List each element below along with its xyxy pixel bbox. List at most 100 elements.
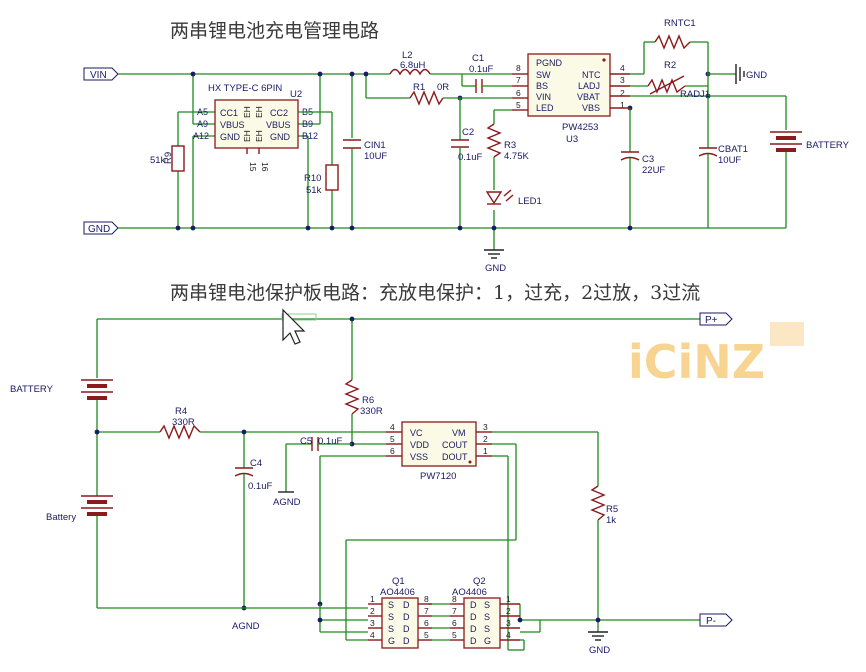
usb-gnd-left: GND: [220, 132, 241, 142]
thermistor-rntc1: RNTC1: [654, 18, 696, 50]
r2-value: RADJ1: [680, 89, 710, 100]
pw7120-pin4: 4: [390, 422, 395, 432]
gnd-symbol-right: GND: [735, 64, 767, 84]
p-plus-port: P+: [699, 312, 733, 326]
usb-shield-16: 16: [260, 162, 270, 172]
usb-cc2: CC2: [270, 108, 288, 118]
q2-pin3: 3: [506, 618, 511, 628]
resistor-r3: R3 4.75K: [486, 109, 529, 190]
q1-pin5: 5: [424, 630, 429, 640]
u3-pin3: 3: [620, 75, 625, 85]
led-led1: LED1: [485, 189, 542, 207]
capacitor-c2: C2 0.1uF: [451, 127, 482, 163]
pw7120-pin3: 3: [483, 422, 488, 432]
resistor-r9: 51k R9: [150, 111, 215, 172]
q1-pin2: 2: [370, 606, 375, 616]
vss-wire: [317, 455, 386, 607]
c1-value: 0.1uF: [469, 64, 493, 75]
gnd-symbol-charge: GND: [484, 249, 506, 274]
battery-bottom-label: Battery: [46, 512, 76, 523]
l2-ref: L2: [402, 50, 413, 61]
agnd-label-1: AGND: [273, 497, 301, 508]
u3-right-wires: [629, 41, 787, 229]
q2-s1: S: [484, 600, 490, 610]
gnd-label-protect: GND: [589, 645, 610, 656]
protect-circuit-title: 两串锂电池保护板电路：充放电保护：1，过充，2过放，3过流: [170, 282, 700, 304]
gnd-label-right: GND: [746, 70, 767, 81]
pw7120-pin6: 6: [390, 446, 395, 456]
r4-value: 330R: [172, 417, 195, 428]
pw7120-pin1: 1: [483, 446, 488, 456]
q1-d3: D: [403, 624, 410, 634]
r5-value: 1k: [606, 515, 616, 526]
resistor-r2: R2 RADJ1: [647, 60, 710, 100]
r1-value: 0R: [437, 82, 449, 93]
battery-charge-label: BATTERY: [806, 140, 850, 151]
usb-type-label: HX TYPE-C 6PIN: [208, 83, 282, 94]
usb-shield-15: 15: [248, 162, 258, 172]
u3-ladj: LADJ: [578, 81, 600, 91]
r3-value: 4.75K: [504, 151, 529, 162]
cin1-value: 10UF: [364, 151, 387, 162]
u3-pin1: 1: [620, 100, 625, 110]
u3-pin7: 7: [516, 75, 521, 85]
pw7120-part: PW7120: [420, 471, 456, 482]
u3-vbs: VBS: [582, 103, 600, 113]
u3-ntc: NTC: [582, 70, 601, 80]
p-plus-rail: [96, 313, 700, 380]
p-minus-port: P-: [699, 613, 733, 627]
midpoint-wires: [94, 429, 386, 468]
q2-pin8: 8: [452, 594, 457, 604]
u3-vbat: VBAT: [577, 92, 600, 102]
q1-s2: S: [388, 612, 394, 622]
agnd-symbol-2: AGND: [232, 621, 260, 632]
c2-ref: C2: [462, 127, 474, 138]
q1-g: G: [388, 636, 395, 646]
p-minus-label: P-: [706, 616, 716, 627]
mosfet-q1: Q1 AO4406 1 2 3 4 S S S G D D D D 8 7 6 …: [368, 576, 432, 649]
agnd-label-2: AGND: [232, 621, 260, 632]
q2-ref: Q2: [473, 576, 486, 587]
resistor-r5: R5 1k: [590, 485, 618, 632]
gnd-symbol-protect: GND: [588, 631, 610, 656]
gnd-rail: [118, 135, 709, 250]
charge-circuit-title: 两串锂电池充电管理电路: [170, 20, 379, 42]
usb-pin-b9: B9: [302, 119, 313, 129]
pw7120-vc: VC: [410, 428, 423, 438]
c1-ref: C1: [472, 53, 484, 64]
q2-d3: D: [470, 624, 477, 634]
q1-pin8: 8: [424, 594, 429, 604]
c5-ref: C5: [300, 436, 312, 447]
q2-s3: S: [484, 624, 490, 634]
q2-d1: D: [470, 600, 477, 610]
cin1-ref: CIN1: [364, 140, 386, 151]
capacitor-c3: C3 22UF: [620, 151, 665, 176]
pw7120-output-wires: [345, 431, 599, 651]
pw7120-vdd: VDD: [410, 440, 430, 450]
q2-s2: S: [484, 612, 490, 622]
usb-eh-1: EH: [242, 106, 252, 118]
gnd-port-label: GND: [88, 224, 110, 235]
battery-bottom: Battery: [46, 495, 113, 608]
inductor-l2: L2 6.8uH: [389, 50, 512, 76]
usb-eh-4: EH: [254, 130, 264, 142]
capacitor-cbat1: CBAT1 10UF: [698, 144, 748, 166]
q1-s1: S: [388, 600, 394, 610]
u3-part: PW4253: [562, 122, 598, 133]
usb-vbus-left: VBUS: [220, 120, 245, 130]
u3-vin-wires: [459, 97, 512, 140]
r1-ref: R1: [413, 82, 425, 93]
capacitor-c5: C5 0.1uF: [285, 436, 352, 492]
q2-g: G: [484, 636, 491, 646]
r5-ref: R5: [606, 504, 618, 515]
usb-pin-a5: A5: [197, 107, 208, 117]
c5-value: 0.1uF: [318, 436, 342, 447]
q1-part: AO4406: [380, 587, 415, 598]
pw7120-dout: DOUT: [442, 452, 468, 462]
capacitor-c4: C4 0.1uF: [234, 458, 272, 611]
c4-value: 0.1uF: [248, 481, 272, 492]
ic-pw7120: VC VDD VSS VM COUT DOUT 4 5 6 3 2 1 PW71…: [386, 421, 492, 482]
ic-u3-pw4253: PGND SW BS VIN LED 8 7 6 5 NTC LADJ VBAT…: [512, 53, 630, 145]
q1-pin7: 7: [424, 606, 429, 616]
